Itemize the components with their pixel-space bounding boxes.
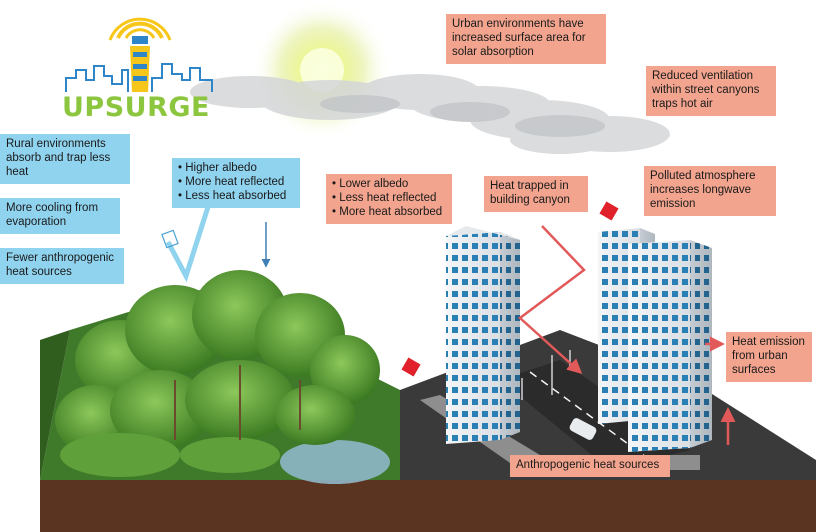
upsurge-logo-graphic <box>66 19 212 92</box>
label-surface-area-line: increased surface area for <box>452 31 600 45</box>
label-heat-emission-line: surfaces <box>732 363 806 377</box>
label-fewer-anthropogenic-line: heat sources <box>6 265 118 279</box>
label-more-cooling-line: evaporation <box>6 215 114 229</box>
upsurge-logo-text: UPSURGE <box>62 92 218 122</box>
label-ventilation-line: Reduced ventilation <box>652 69 770 83</box>
smog-cloud <box>190 74 670 154</box>
building-right <box>628 240 712 452</box>
label-heat-emission-line: from urban <box>732 349 806 363</box>
heat-marker-top <box>599 201 618 220</box>
label-rural-absorb-line: absorb and trap less <box>6 151 124 165</box>
label-polluted-line: emission <box>650 197 770 211</box>
label-heat-trapped-line: Heat trapped in <box>490 179 582 193</box>
soil-layer <box>40 480 816 532</box>
label-urban-albedo-line: More heat absorbed <box>332 205 446 219</box>
label-heat-emission-line: Heat emission <box>732 335 806 349</box>
pond <box>280 440 390 484</box>
label-rural-albedo: Higher albedoMore heat reflectedLess hea… <box>172 158 300 208</box>
label-ventilation-line: within street canyons <box>652 83 770 97</box>
label-rural-albedo-line: Higher albedo <box>178 161 294 175</box>
label-anthropogenic-sources-line: Anthropogenic heat sources <box>516 458 664 472</box>
label-more-cooling-line: More cooling from <box>6 201 114 215</box>
heat-marker-left <box>401 357 420 376</box>
label-rural-albedo-line: More heat reflected <box>178 175 294 189</box>
label-surface-area-line: Urban environments have <box>452 17 600 31</box>
label-rural-absorb-line: Rural environments <box>6 137 124 151</box>
label-urban-albedo-line: Lower albedo <box>332 177 446 191</box>
label-rural-absorb-line: heat <box>6 165 124 179</box>
label-polluted-line: Polluted atmosphere <box>650 169 770 183</box>
label-rural-albedo-line: Less heat absorbed <box>178 189 294 203</box>
label-surface-area-line: solar absorption <box>452 45 600 59</box>
label-heat-trapped-line: building canyon <box>490 193 582 207</box>
label-polluted-line: increases longwave <box>650 183 770 197</box>
label-fewer-anthropogenic-line: Fewer anthropogenic <box>6 251 118 265</box>
label-anthropogenic-sources: Anthropogenic heat sources <box>510 455 670 477</box>
building-left <box>446 226 520 444</box>
label-urban-albedo-line: Less heat reflected <box>332 191 446 205</box>
label-ventilation-line: traps hot air <box>652 97 770 111</box>
label-urban-albedo: Lower albedoLess heat reflectedMore heat… <box>326 174 452 224</box>
